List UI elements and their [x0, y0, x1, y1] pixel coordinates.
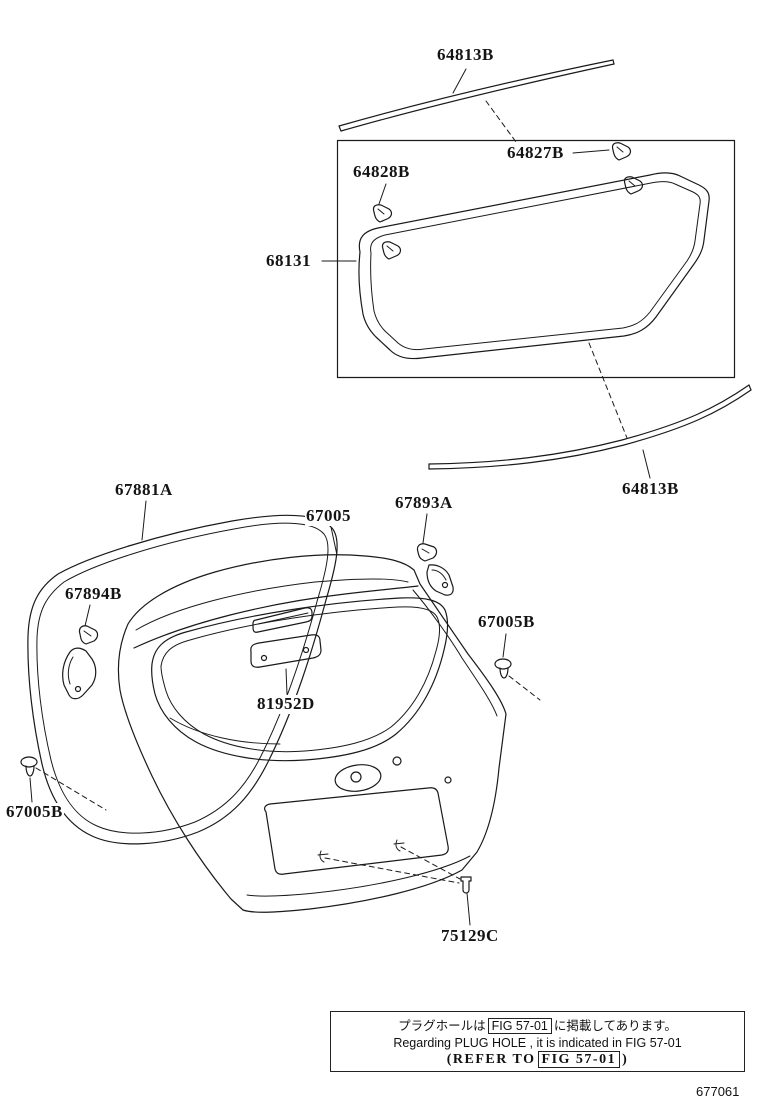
part-label-81952d: 81952D	[256, 694, 316, 714]
part-label-67893a: 67893A	[394, 493, 454, 513]
glass-clip-inner-right	[624, 177, 642, 194]
part-label-67005b-left: 67005B	[5, 802, 64, 822]
back-glass-68131	[322, 173, 709, 359]
bottom-moulding-64813b	[429, 343, 751, 478]
glass-clip-64828b	[373, 184, 391, 222]
part-label-67894b: 67894B	[64, 584, 123, 604]
note-refer-post: )	[622, 1052, 629, 1067]
part-label-67005b-right: 67005B	[477, 612, 536, 632]
part-label-64813b-top: 64813B	[436, 45, 495, 65]
part-label-75129c: 75129C	[440, 926, 500, 946]
diagram-number: 677061	[696, 1084, 740, 1099]
top-moulding-64813b	[339, 60, 614, 146]
weatherstrip-67881a	[28, 501, 337, 844]
part-label-67881a: 67881A	[114, 480, 174, 500]
note-jp-fig-ref: FIG 57-01	[487, 1018, 552, 1034]
note-jp-pre: プラグホールは	[398, 1019, 486, 1033]
hinge-left-67894b	[63, 605, 98, 699]
glass-detail-box	[338, 141, 735, 378]
part-label-64813b-bottom: 64813B	[621, 479, 680, 499]
glass-clip-inner-left	[382, 242, 400, 259]
part-label-64827b: 64827B	[506, 143, 565, 163]
note-refer-fig-ref: FIG 57-01	[537, 1051, 621, 1068]
note-line-en: Regarding PLUG HOLE , it is indicated in…	[393, 1036, 682, 1050]
plug-75129c	[325, 847, 471, 925]
part-label-64828b: 64828B	[352, 162, 411, 182]
glass-clip-64827b	[573, 143, 630, 160]
clip-67005b-left	[21, 757, 106, 810]
note-jp-post: に掲載してあります。	[553, 1019, 677, 1033]
back-door-panel-67005	[118, 527, 506, 912]
part-label-67005: 67005	[305, 506, 352, 526]
clip-67005b-right	[495, 634, 540, 700]
garnish-81952d	[251, 635, 321, 694]
part-label-68131: 68131	[265, 251, 312, 271]
note-refer-pre: (REFER TO	[446, 1052, 536, 1067]
hinge-right-67893a	[417, 514, 453, 595]
